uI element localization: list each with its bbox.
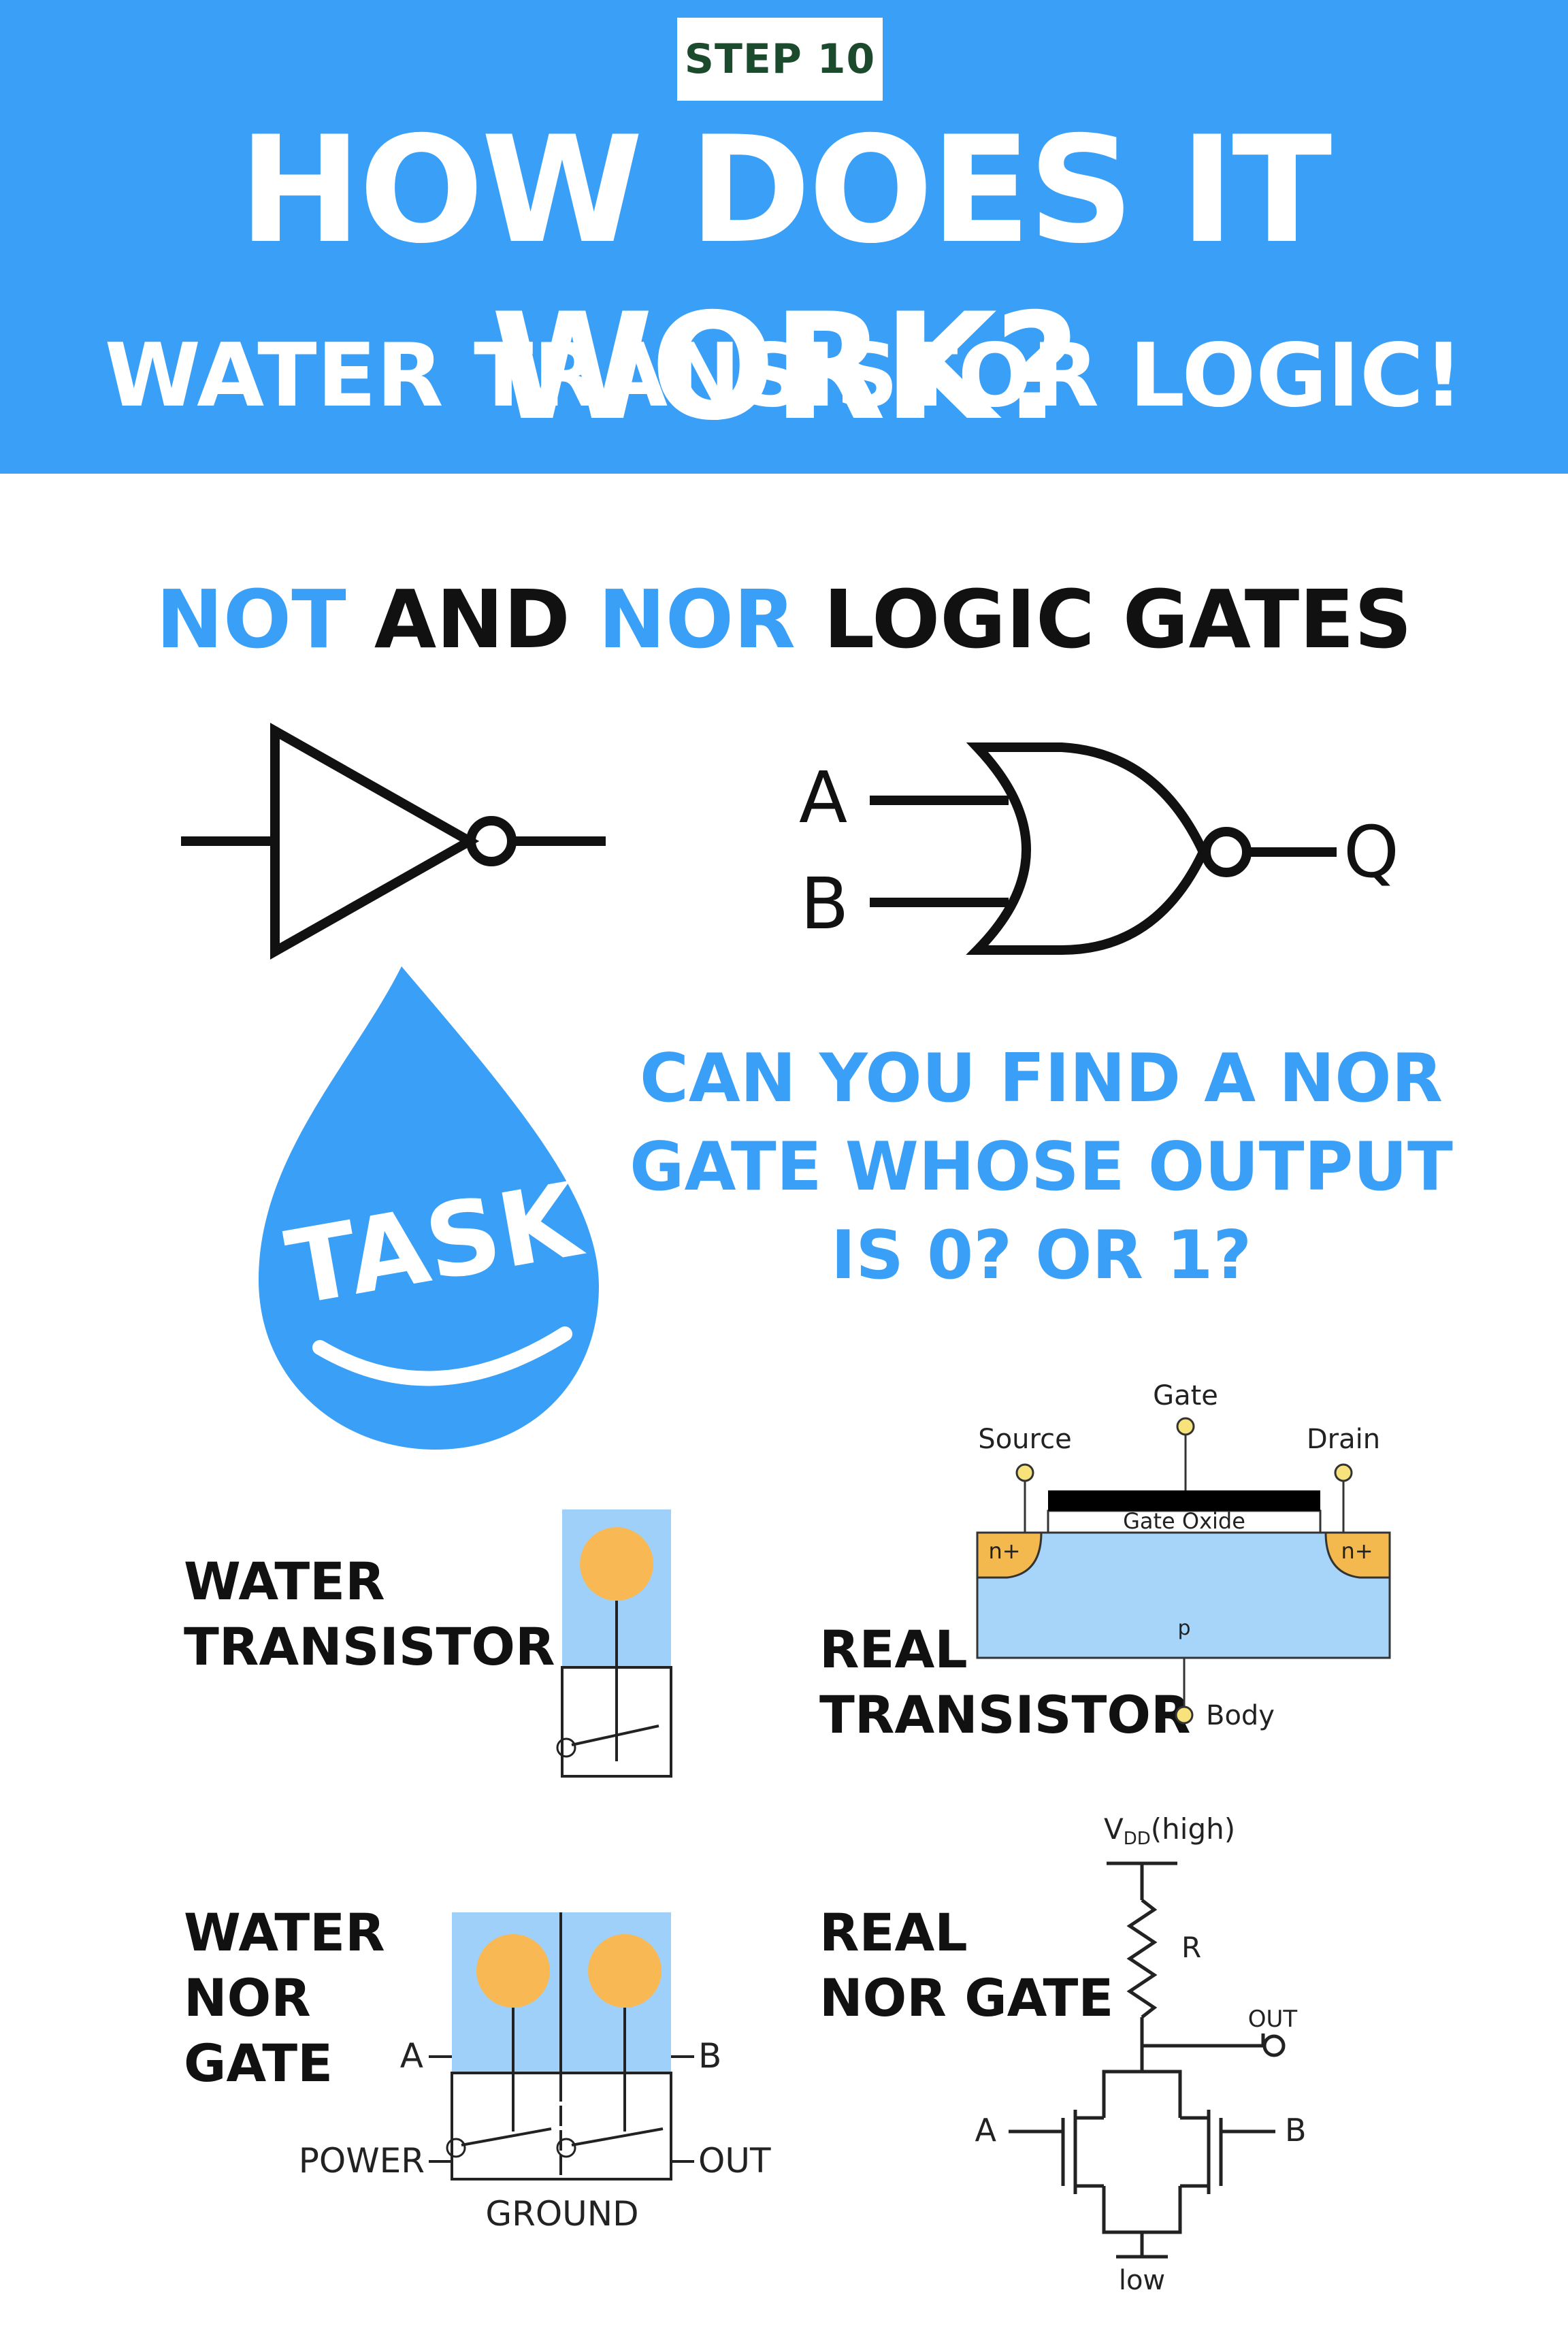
real-transistor-label: REAL TRANSISTOR — [819, 1617, 1191, 1748]
water-transistor-label-line2: TRANSISTOR — [184, 1616, 555, 1677]
water-nor-ground-label: GROUND — [485, 2194, 638, 2234]
header-banner: STEP 10 HOW DOES IT WORK? WATER TRANSIST… — [0, 0, 1568, 474]
task-question-line3: IS 0? OR 1? — [830, 1217, 1252, 1294]
pivot-b — [556, 2138, 576, 2158]
float-ball-b — [588, 1934, 662, 2008]
water-transistor-label-line1: WATER — [184, 1551, 385, 1612]
page-subtitle: WATER TRANSISTOR LOGIC! — [104, 325, 1464, 427]
n-region-right — [1324, 1531, 1391, 1579]
water-nor-label-line3: GATE — [184, 2033, 333, 2093]
vdd-label-v: V — [1104, 1812, 1124, 1846]
nor-bubble — [1201, 827, 1252, 877]
lever-b — [571, 2127, 664, 2146]
task-question: CAN YOU FIND A NOR GATE WHOSE OUTPUT IS … — [585, 1034, 1497, 1300]
real-nor-label-line1: REAL — [819, 1902, 968, 1963]
task-question-line1: CAN YOU FIND A NOR — [639, 1040, 1443, 1117]
water-column — [562, 1509, 671, 1667]
gate-oxide-label: Gate Oxide — [1123, 1508, 1245, 1534]
real-transistor-label-line1: REAL — [819, 1619, 968, 1680]
not-triangle — [270, 722, 480, 960]
n-region-left — [976, 1531, 1043, 1579]
vdd-label: VDD(high) — [1104, 1812, 1235, 1849]
float-ball — [580, 1527, 653, 1601]
gate-oxide — [1047, 1509, 1322, 1534]
a-label: A — [975, 2112, 997, 2149]
r-label: R — [1181, 1931, 1201, 1964]
real-transistor-label-line2: TRANSISTOR — [819, 1684, 1191, 1745]
water-transistor-label: WATER TRANSISTOR — [184, 1549, 555, 1680]
source-label: Source — [978, 1424, 1071, 1455]
resistor — [1126, 1899, 1158, 2019]
nor-gate-symbol — [870, 742, 1337, 955]
water-nor-column — [452, 1912, 671, 2073]
out-terminal — [1262, 2034, 1286, 2057]
section-title-nor: NOR — [598, 572, 796, 666]
task-question-line2: GATE WHOSE OUTPUT — [630, 1128, 1453, 1206]
water-nor-power-label: POWER — [299, 2141, 425, 2180]
water-nor-out-label: OUT — [698, 2141, 771, 2180]
body-label: Body — [1206, 1700, 1275, 1731]
water-nor-label-line2: NOR — [184, 1967, 311, 2028]
vdd-label-suffix: (high) — [1151, 1812, 1235, 1846]
task-badge-text: TASK — [278, 1160, 591, 1328]
not-bubble — [466, 816, 517, 866]
gate-label: Gate — [1153, 1380, 1218, 1411]
section-title-logic-gates: LOGIC GATES — [823, 572, 1412, 666]
out-label: OUT — [1248, 2006, 1298, 2033]
switch-lever — [571, 1725, 659, 1746]
drain-bus — [1102, 2070, 1182, 2118]
water-nor-label-line1: WATER — [184, 1902, 385, 1963]
n-right-label: n+ — [1341, 1538, 1373, 1564]
source-bus — [1102, 2186, 1182, 2234]
source-terminal — [1015, 1463, 1034, 1482]
page-title: HOW DOES IT WORK? — [238, 105, 1333, 453]
float-ball-a — [476, 1934, 550, 2008]
nor-body — [966, 742, 1209, 955]
nor-label-q: Q — [1343, 811, 1399, 894]
drop-smile — [312, 1326, 572, 1386]
drain-label: Drain — [1307, 1424, 1380, 1455]
water-nor-label: WATER NOR GATE — [184, 1900, 385, 2096]
n-left-label: n+ — [988, 1538, 1020, 1564]
vdd-label-sub: DD — [1124, 1829, 1151, 1849]
drain-terminal — [1334, 1463, 1353, 1482]
low-label: low — [1119, 2265, 1165, 2296]
water-nor-a-label: A — [400, 2036, 423, 2076]
switch-box-nor — [451, 2072, 672, 2180]
lever-a — [461, 2127, 552, 2146]
water-nor-b-label: B — [698, 2036, 721, 2076]
section-title-and: AND — [374, 572, 570, 666]
nor-label-b: B — [800, 862, 849, 945]
switch-box — [561, 1666, 672, 1778]
step-badge: STEP 10 — [677, 18, 883, 101]
real-nor-label: REAL NOR GATE — [819, 1900, 1113, 2031]
gate-metal — [1048, 1490, 1320, 1511]
b-label: B — [1285, 2112, 1307, 2149]
gate-terminal — [1176, 1417, 1195, 1436]
section-title: NOT AND NOR LOGIC GATES — [0, 572, 1568, 667]
switch-pivot — [556, 1737, 576, 1758]
pivot-a — [446, 2138, 466, 2158]
section-title-not: NOT — [156, 572, 346, 666]
nor-label-a: A — [799, 756, 848, 839]
real-nor-label-line2: NOR GATE — [819, 1967, 1114, 2028]
water-drop-icon — [259, 966, 599, 1450]
